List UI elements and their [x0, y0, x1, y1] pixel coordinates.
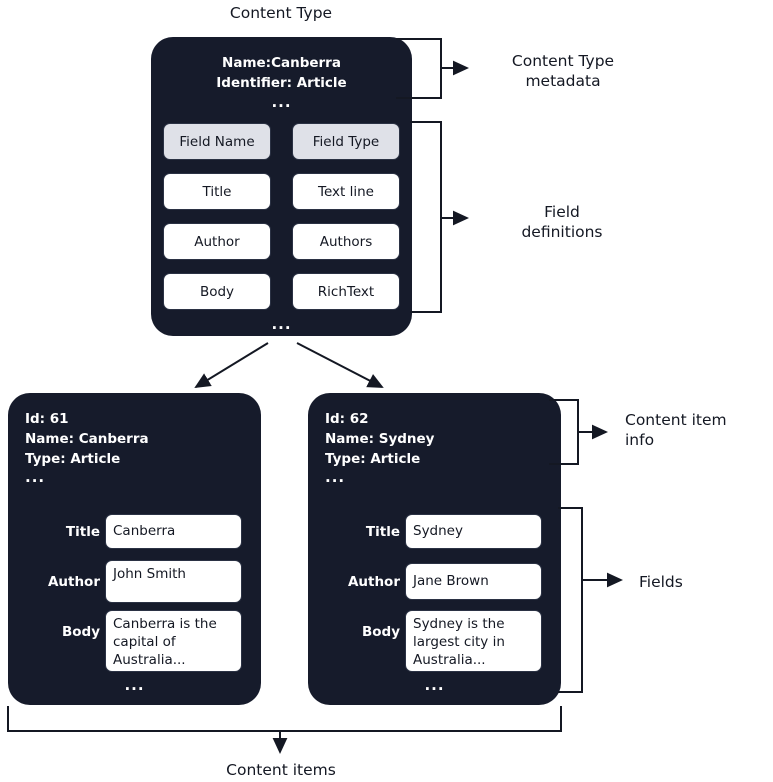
content-item-2-field-value-0: Sydney: [405, 514, 542, 549]
content-item-2-field-label-2: Body: [361, 624, 400, 640]
field-type-header: Field Type: [292, 123, 400, 160]
content-type-name: Name:Canberra: [222, 55, 341, 71]
annotation-field-definitions: Field definitions: [521, 203, 603, 242]
content-item-2-meta-ellipsis: ...: [325, 468, 346, 486]
field-row-name-0: Title: [163, 173, 271, 210]
content-type-ellipsis-bottom: ...: [271, 315, 292, 333]
content-item-1-field-value-1: John Smith: [105, 560, 242, 603]
content-item-1-meta: Id: 61 Name: Canberra Type: Article: [25, 411, 149, 467]
title-content-items: Content items: [226, 761, 336, 779]
content-item-2-ellipsis-bottom: ...: [424, 676, 445, 694]
field-row-type-2: RichText: [292, 273, 400, 310]
content-item-2-meta: Id: 62 Name: Sydney Type: Article: [325, 411, 435, 467]
field-row-name-1: Author: [163, 223, 271, 260]
content-item-1-meta-ellipsis: ...: [25, 468, 46, 486]
content-item-1-field-label-1: Author: [47, 574, 100, 590]
field-name-header: Field Name: [163, 123, 271, 160]
content-item-2-field-label-0: Title: [365, 524, 400, 540]
content-item-1-field-label-0: Title: [65, 524, 100, 540]
content-item-1-field-label-2: Body: [61, 624, 100, 640]
annotation-item-info: Content item info: [625, 411, 727, 450]
content-item-2-field-value-2: Sydney is the largest city in Australia.…: [405, 610, 542, 672]
content-item-1-ellipsis-bottom: ...: [124, 676, 145, 694]
field-row-type-1: Authors: [292, 223, 400, 260]
annotation-metadata: Content Type metadata: [511, 52, 615, 91]
content-type-ellipsis-top: ...: [271, 93, 292, 111]
content-item-2-field-label-1: Author: [347, 574, 400, 590]
title-content-type: Content Type: [229, 4, 333, 22]
field-row-type-0: Text line: [292, 173, 400, 210]
content-item-1-field-value-2: Canberra is the capital of Australia...: [105, 610, 242, 672]
content-item-2-field-value-1: Jane Brown: [405, 563, 542, 600]
field-row-name-2: Body: [163, 273, 271, 310]
annotation-fields: Fields: [639, 573, 683, 591]
content-item-1-field-value-0: Canberra: [105, 514, 242, 549]
content-type-identifier: Identifier: Article: [216, 75, 347, 91]
